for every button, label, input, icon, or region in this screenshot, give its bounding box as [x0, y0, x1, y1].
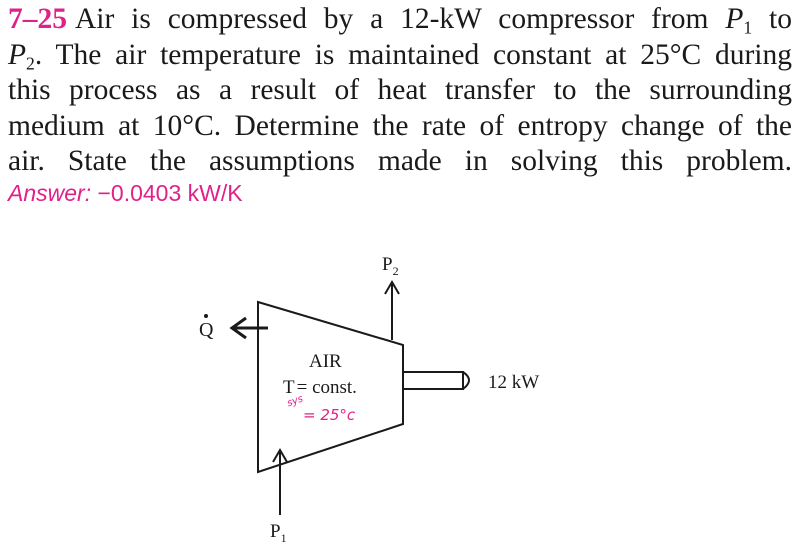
shaft-end — [462, 371, 470, 390]
inlet-arrowhead-icon — [272, 448, 288, 463]
answer-value: −0.0403 kW/K — [97, 180, 243, 206]
p1-label: P1 — [270, 521, 287, 545]
temp-label: T= const. — [283, 377, 357, 398]
p2-label: P2 — [382, 254, 399, 278]
problem-line-2: P2. The air temperature is maintained co… — [8, 38, 792, 73]
outlet-arrowhead-icon — [384, 280, 400, 295]
answer-label: Answer: — [8, 180, 92, 206]
answer: Answer: −0.0403 kW/K — [8, 180, 243, 207]
handwritten-temp: = 25°c — [303, 406, 356, 424]
heat-arrowhead-icon — [229, 316, 247, 340]
problem-line-3: this process as a result of heat transfe… — [8, 74, 792, 106]
q-label: Q — [199, 319, 214, 341]
problem-number: 7–25 — [8, 3, 67, 35]
handwritten-sys: sys — [286, 393, 305, 409]
q-dot — [204, 314, 208, 318]
problem-line-5: air. State the assumptions made in solvi… — [8, 145, 792, 177]
power-label: 12 kW — [488, 372, 539, 393]
air-label: AIR — [309, 351, 342, 372]
problem-line-4: medium at 10°C. Determine the rate of en… — [8, 109, 792, 142]
shaft — [402, 371, 464, 390]
compressor-body — [257, 300, 404, 474]
